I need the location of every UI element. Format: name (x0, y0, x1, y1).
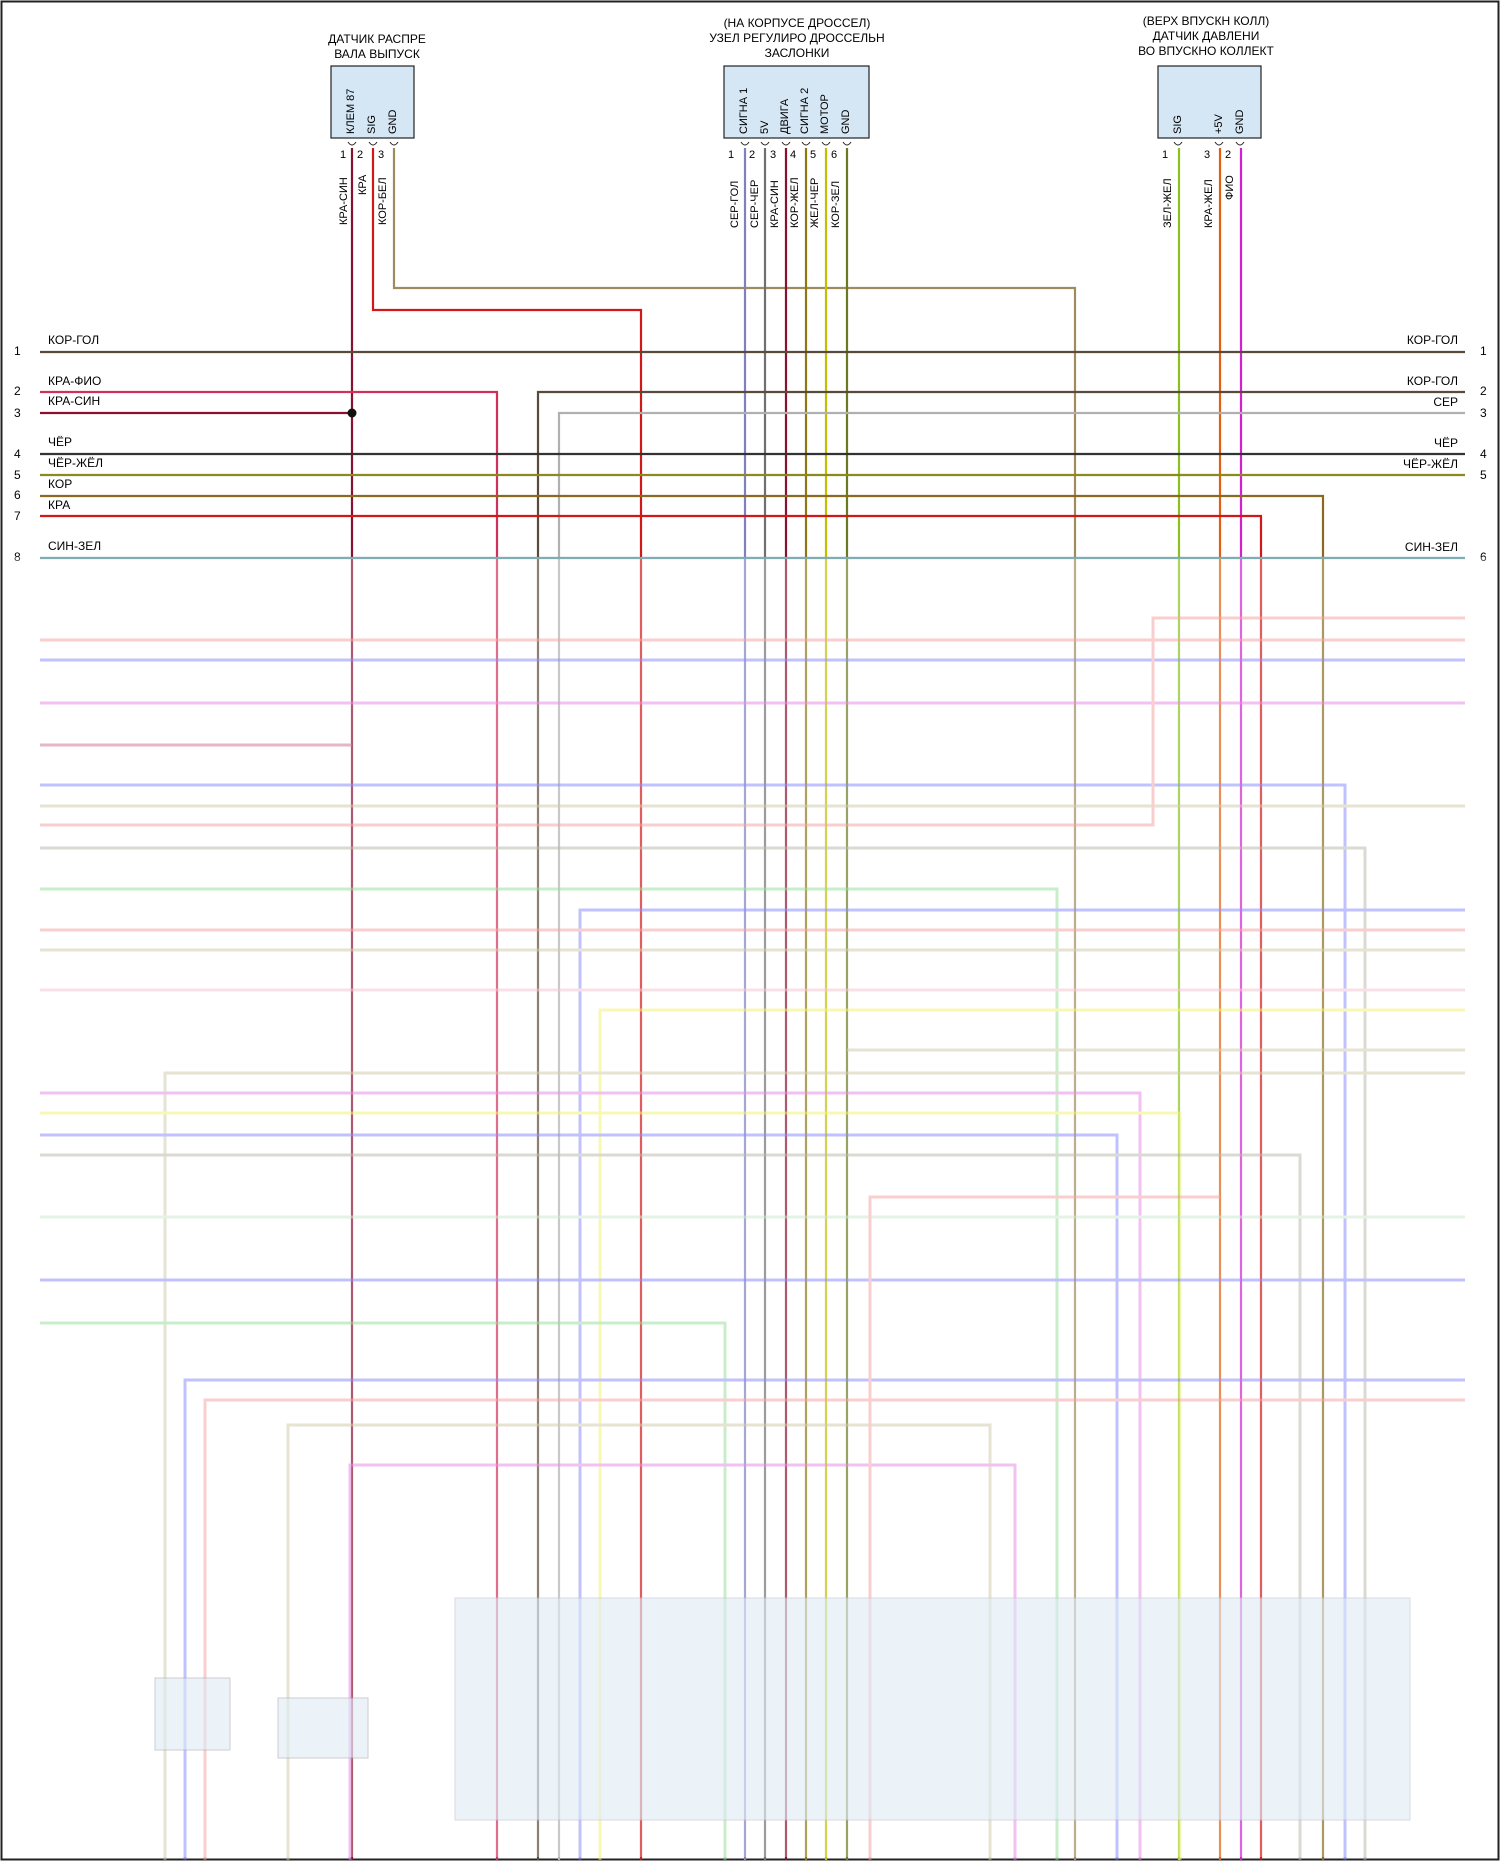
cam-sensor-pin-num-3: 3 (378, 149, 384, 161)
left-bus-label-8: СИН-ЗЕЛ (48, 539, 101, 553)
right-bus-label-4: ЧЁР (1434, 436, 1458, 450)
map-sensor-wire-3: ФИО (1224, 175, 1236, 200)
map-sensor-wire-1: ЗЕЛ-ЖЕЛ (1162, 178, 1174, 228)
cam-sensor-pin-label-1: КЛЕМ 87 (345, 89, 357, 134)
throttle-wire-6: КОР-ЗЕЛ (830, 181, 842, 228)
left-bus-num-7: 7 (14, 509, 21, 523)
cam-sensor-wire-1: КРА-СИН (338, 177, 350, 225)
cam-sensor-connector: ДАТЧИК РАСПРЕ ВАЛА ВЫПУСК КЛЕМ 87 SIG GN… (328, 32, 426, 225)
left-bus-label-5: ЧЁР-ЖЁЛ (48, 456, 103, 470)
cam-sensor-title-line-1: ДАТЧИК РАСПРЕ (328, 32, 426, 46)
throttle-pin-label-2: 5V (759, 120, 771, 134)
map-sensor-pin-num-2: 3 (1204, 149, 1210, 161)
left-bus-label-1: КОР-ГОЛ (48, 333, 99, 347)
left-bus-num-3: 3 (14, 406, 21, 420)
map-sensor-pin-label-2: +5V (1213, 113, 1225, 134)
right-bus-label-6: СИН-ЗЕЛ (1405, 540, 1458, 554)
left-bus-label-6: КОР (48, 477, 72, 491)
right-bus-num-3: 3 (1480, 406, 1487, 420)
cam-sensor-wire-2: КРА (357, 174, 369, 195)
left-bus-label-2: КРА-ФИО (48, 374, 101, 388)
right-bus-num-5: 5 (1480, 468, 1487, 482)
left-bus-num-4: 4 (14, 447, 21, 461)
right-bus-label-1: КОР-ГОЛ (1407, 333, 1458, 347)
throttle-title-line-3: ЗАСЛОНКИ (765, 46, 830, 60)
throttle-pin-label-6: GND (840, 110, 852, 135)
right-bus-num-2: 2 (1480, 384, 1487, 398)
throttle-pin-num-2: 2 (749, 149, 755, 161)
left-bus-label-4: ЧЁР (48, 435, 72, 449)
cam-sensor-title-line-2: ВАЛА ВЫПУСК (334, 47, 420, 61)
right-bus-label-5: ЧЁР-ЖЁЛ (1403, 457, 1458, 471)
right-bus-num-1: 1 (1480, 344, 1487, 358)
map-sensor-wire-2: КРА-ЖЕЛ (1203, 179, 1215, 228)
throttle-pin-num-4: 4 (790, 149, 796, 161)
throttle-pin-label-1: СИГНА 1 (738, 88, 750, 134)
left-bus-num-1: 1 (14, 344, 21, 358)
throttle-pin-num-3: 3 (770, 149, 776, 161)
map-sensor-pin-label-1: SIG (1172, 115, 1184, 134)
map-sensor-title-line-1: (ВЕРХ ВПУСКН КОЛЛ) (1143, 14, 1270, 28)
map-sensor-pin-num-3: 2 (1225, 149, 1231, 161)
splice-dot (348, 409, 357, 418)
right-bus-num-4: 4 (1480, 447, 1487, 461)
throttle-terminals (741, 142, 851, 145)
throttle-wire-5: ЖЕЛ-ЧЕР (809, 178, 821, 228)
throttle-pin-label-5: МОТОР (819, 94, 831, 134)
cam-sensor-pin-label-3: GND (387, 110, 399, 135)
left-bus-label-3: КРА-СИН (48, 394, 100, 408)
right-bus-labels: КОР-ГОЛ 1 КОР-ГОЛ 2 СЕР 3 ЧЁР 4 ЧЁР-ЖЁЛ … (1403, 333, 1487, 564)
throttle-connector: (НА КОРПУСЕ ДРОССЕЛ) УЗЕЛ РЕГУЛИРО ДРОСС… (709, 16, 884, 228)
throttle-pin-num-6: 6 (831, 149, 837, 161)
map-sensor-connector: (ВЕРХ ВПУСКН КОЛЛ) ДАТЧИК ДАВЛЕНИ ВО ВПУ… (1138, 14, 1274, 228)
throttle-title-line-1: (НА КОРПУСЕ ДРОССЕЛ) (724, 16, 871, 30)
throttle-pin-num-5: 5 (810, 149, 816, 161)
blur-veil (4, 557, 1496, 1857)
left-bus-num-5: 5 (14, 468, 21, 482)
throttle-wire-2: СЕР-ЧЕР (749, 180, 761, 228)
map-sensor-pin-num-1: 1 (1162, 149, 1168, 161)
left-bus-num-6: 6 (14, 488, 21, 502)
throttle-pin-num-1: 1 (728, 149, 734, 161)
map-sensor-pin-label-3: GND (1234, 110, 1246, 135)
cam-sensor-terminals (348, 142, 398, 145)
map-sensor-title-line-2: ДАТЧИК ДАВЛЕНИ (1153, 29, 1260, 43)
throttle-wire-1: СЕР-ГОЛ (729, 181, 741, 228)
map-sensor-terminals (1174, 142, 1244, 145)
cam-sensor-wire-3: КОР-БЕЛ (377, 177, 389, 225)
right-bus-label-3: СЕР (1433, 395, 1458, 409)
throttle-pin-label-3: ДВИГА (779, 98, 791, 134)
throttle-pin-label-4: СИГНА 2 (799, 88, 811, 134)
throttle-wire-3: КРА-СИН (769, 180, 781, 228)
cam-sensor-pin-label-2: SIG (366, 115, 378, 134)
throttle-wire-4: КОР-ЖЕЛ (789, 177, 801, 228)
left-bus-labels: 1 КОР-ГОЛ 2 КРА-ФИО 3 КРА-СИН 4 ЧЁР 5 ЧЁ… (14, 333, 103, 564)
left-bus-label-7: КРА (48, 498, 70, 512)
map-sensor-title-line-3: ВО ВПУСКНО КОЛЛЕКТ (1138, 44, 1274, 58)
throttle-title-line-2: УЗЕЛ РЕГУЛИРО ДРОССЕЛЬН (709, 31, 884, 45)
left-bus-num-2: 2 (14, 384, 21, 398)
cam-sensor-pin-num-2: 2 (357, 149, 363, 161)
right-bus-label-2: КОР-ГОЛ (1407, 374, 1458, 388)
cam-sensor-pin-num-1: 1 (340, 149, 346, 161)
